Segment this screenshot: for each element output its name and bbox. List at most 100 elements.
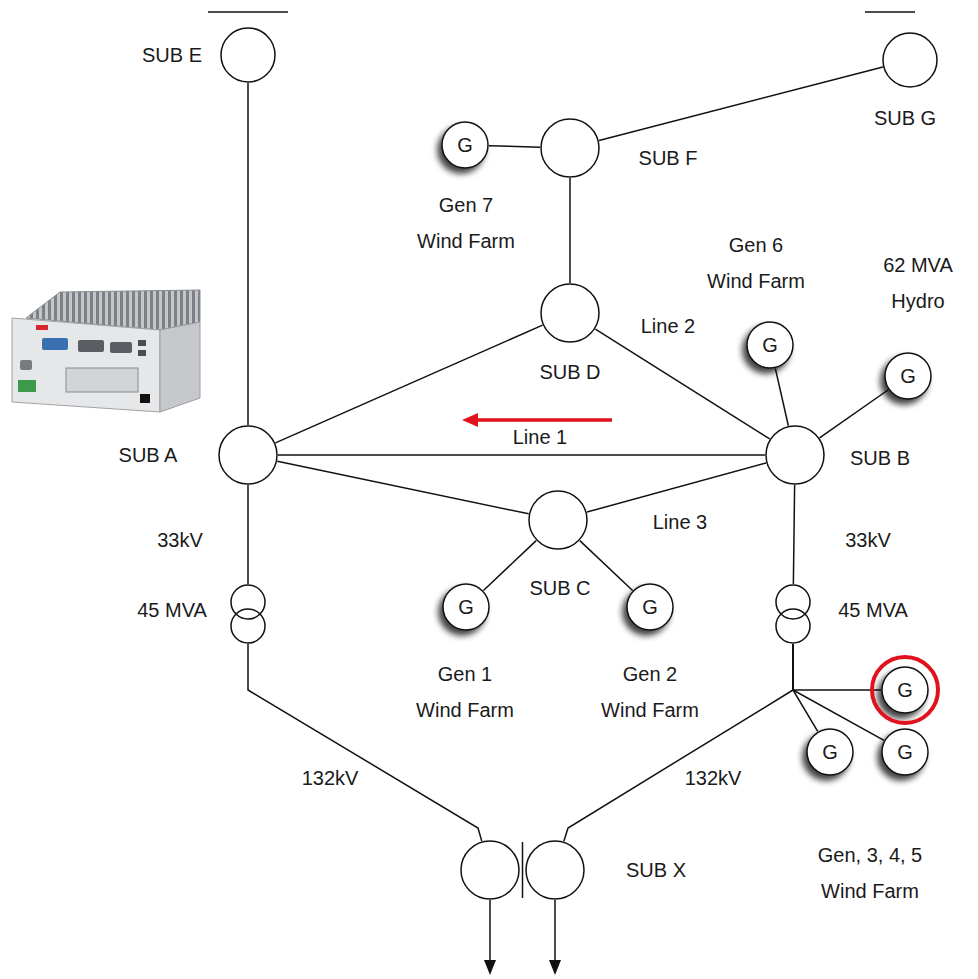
node-label: SUB E <box>142 37 202 73</box>
controller-device <box>12 290 200 412</box>
shape-outline <box>230 584 266 644</box>
circle-outline <box>766 426 824 484</box>
circle-outline <box>541 284 599 342</box>
generator-letter: G <box>642 589 658 625</box>
highlight-ring <box>872 657 938 723</box>
shape-outline <box>775 584 811 644</box>
circle-outline <box>529 491 587 549</box>
shape-outline <box>540 118 600 178</box>
shape-outline <box>220 27 276 83</box>
node-label: 45 MVA <box>838 592 908 628</box>
power-line <box>489 146 540 147</box>
shape-outline <box>882 32 938 88</box>
substation-circle: SUB D <box>540 283 600 343</box>
generator-letter: G <box>457 127 473 163</box>
shape-outline <box>540 283 600 343</box>
circle-outline <box>442 122 488 168</box>
circle-outline <box>747 322 793 368</box>
generator-letter: G <box>762 327 778 363</box>
node-label: Gen 7 Wind Farm <box>416 187 516 259</box>
line-label: 132kV <box>302 760 359 796</box>
circle-outline <box>807 729 853 775</box>
shape-outline <box>765 425 825 485</box>
busbar-end <box>208 11 288 13</box>
power-line <box>595 329 769 439</box>
circle-outline <box>883 33 937 87</box>
busbar-end <box>865 11 915 13</box>
winding-circle <box>526 841 584 899</box>
power-line <box>793 485 794 584</box>
line-label: 33kV <box>845 522 891 558</box>
power-line <box>569 178 571 283</box>
line-label: 132kV <box>685 760 742 796</box>
circle-outline <box>882 667 928 713</box>
node-label: SUB A <box>119 437 178 473</box>
substation-circle: SUB A <box>218 425 278 485</box>
substation-circle: SUB G <box>882 32 938 88</box>
node-label: 45 MVA <box>137 592 207 628</box>
winding-circle <box>231 609 265 643</box>
power-line <box>793 644 884 740</box>
generator-circle: GGen 2 Wind Farm <box>626 583 674 631</box>
power-line <box>564 644 793 841</box>
power-line <box>599 67 883 140</box>
circle-outline <box>221 28 275 82</box>
substation-circle: SUB B <box>765 425 825 485</box>
substation-circle: SUB C <box>528 490 588 550</box>
substation-circle: SUB E <box>220 27 276 83</box>
generator-letter: G <box>900 358 916 394</box>
grid-supply-substation: SUB X <box>460 840 585 900</box>
generator-letter: G <box>897 734 913 770</box>
shape-outline <box>528 490 588 550</box>
line-label: Line 1 <box>513 419 568 455</box>
generator-circle: G62 MVA Hydro <box>884 352 932 400</box>
winding-circle <box>461 841 519 899</box>
node-label: 62 MVA Hydro <box>868 247 968 319</box>
power-line <box>278 454 765 456</box>
node-label: SUB G <box>874 100 936 136</box>
power-line <box>275 325 542 443</box>
power-line <box>247 485 249 584</box>
generator-circle: GGen 1 Wind Farm <box>442 583 490 631</box>
shape-outline <box>460 840 585 900</box>
outgoing-feeder-arrow <box>484 900 496 975</box>
node-label: Gen 6 Wind Farm <box>706 227 806 299</box>
power-line <box>793 644 818 731</box>
node-label: SUB C <box>529 570 590 606</box>
generator-circle: GGen 7 Wind Farm <box>441 121 489 169</box>
generator-letter: G <box>897 672 913 708</box>
node-label: SUB X <box>626 852 686 888</box>
circle-outline <box>219 426 277 484</box>
node-label: SUB B <box>850 440 910 476</box>
generator-circle: G <box>881 666 929 714</box>
power-line <box>247 83 249 425</box>
node-label: SUB D <box>539 354 600 390</box>
winding-circle <box>776 609 810 643</box>
circle-outline <box>627 584 673 630</box>
power-line <box>793 644 881 690</box>
transformer-symbol: 45 MVA <box>230 584 266 644</box>
substation-circle: SUB F <box>540 118 600 178</box>
power-line <box>277 461 528 514</box>
circle-outline <box>882 729 928 775</box>
line-label: Line 3 <box>653 504 708 540</box>
generator-circle: G <box>881 728 929 776</box>
power-flow-arrow <box>462 413 612 427</box>
group-label: Gen, 3, 4, 5 Wind Farm <box>815 837 925 909</box>
divider-line <box>522 842 524 898</box>
node-label: Gen 1 Wind Farm <box>415 656 515 728</box>
circle-outline <box>443 584 489 630</box>
power-line <box>775 368 788 425</box>
generator-letter: G <box>458 589 474 625</box>
line-label: Line 2 <box>641 308 696 344</box>
generator-circle: G <box>806 728 854 776</box>
generator-letter: G <box>822 734 838 770</box>
node-label: SUB F <box>639 140 698 176</box>
transformer-symbol: 45 MVA <box>775 584 811 644</box>
power-line <box>483 541 536 591</box>
circle-outline <box>885 353 931 399</box>
shape-outline <box>218 425 278 485</box>
